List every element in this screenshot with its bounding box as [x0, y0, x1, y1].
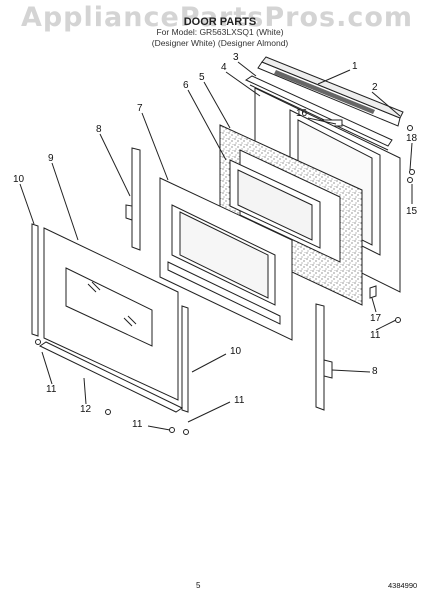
callout-4: 4 — [221, 62, 227, 73]
callout-5: 5 — [199, 72, 205, 83]
diagram-subtitle: For Model: GR563LXSQ1 (White) — [156, 27, 284, 37]
hinge-channel-right-part — [315, 303, 333, 411]
document-code: 4384990 — [388, 581, 418, 590]
callout-2: 2 — [372, 82, 378, 93]
window-pack-part — [229, 159, 321, 249]
callout-6: 6 — [183, 80, 189, 91]
callout-16: 16 — [296, 108, 308, 119]
door-handle-part — [257, 56, 404, 127]
callout-8-upper: 8 — [96, 124, 102, 135]
callout-10-right: 10 — [230, 346, 242, 357]
side-trim-right-part — [181, 305, 189, 413]
callout-17: 17 — [370, 313, 382, 324]
hinge-channel-left-part — [125, 147, 141, 251]
callout-11-lower-right: 11 — [234, 395, 245, 406]
callout-18: 18 — [406, 133, 418, 144]
callout-12: 12 — [80, 404, 92, 415]
door-frame-part — [159, 177, 293, 341]
callout-8-lower: 8 — [372, 366, 378, 377]
callout-10-left: 10 — [13, 174, 25, 185]
leader-lines — [19, 61, 413, 431]
diagram-subtitle-variants: (Designer White) (Designer Almond) — [151, 38, 289, 48]
callout-11-left: 11 — [46, 384, 57, 395]
outer-glass-part — [43, 227, 179, 401]
callout-1: 1 — [352, 61, 358, 72]
diagram-title: DOOR PARTS — [183, 16, 257, 28]
page-number: 5 — [196, 581, 201, 590]
callout-15: 15 — [406, 206, 418, 217]
callout-11-bottom: 11 — [132, 419, 143, 430]
callout-11-right: 11 — [370, 330, 381, 341]
bottom-trim-part — [38, 341, 184, 413]
watermark: AppliancePartsPros.com — [20, 2, 414, 33]
side-trim-left-part — [31, 223, 39, 337]
callout-7: 7 — [137, 103, 143, 114]
callout-3: 3 — [233, 52, 239, 63]
clip-part — [369, 285, 377, 299]
callout-9: 9 — [48, 153, 54, 164]
